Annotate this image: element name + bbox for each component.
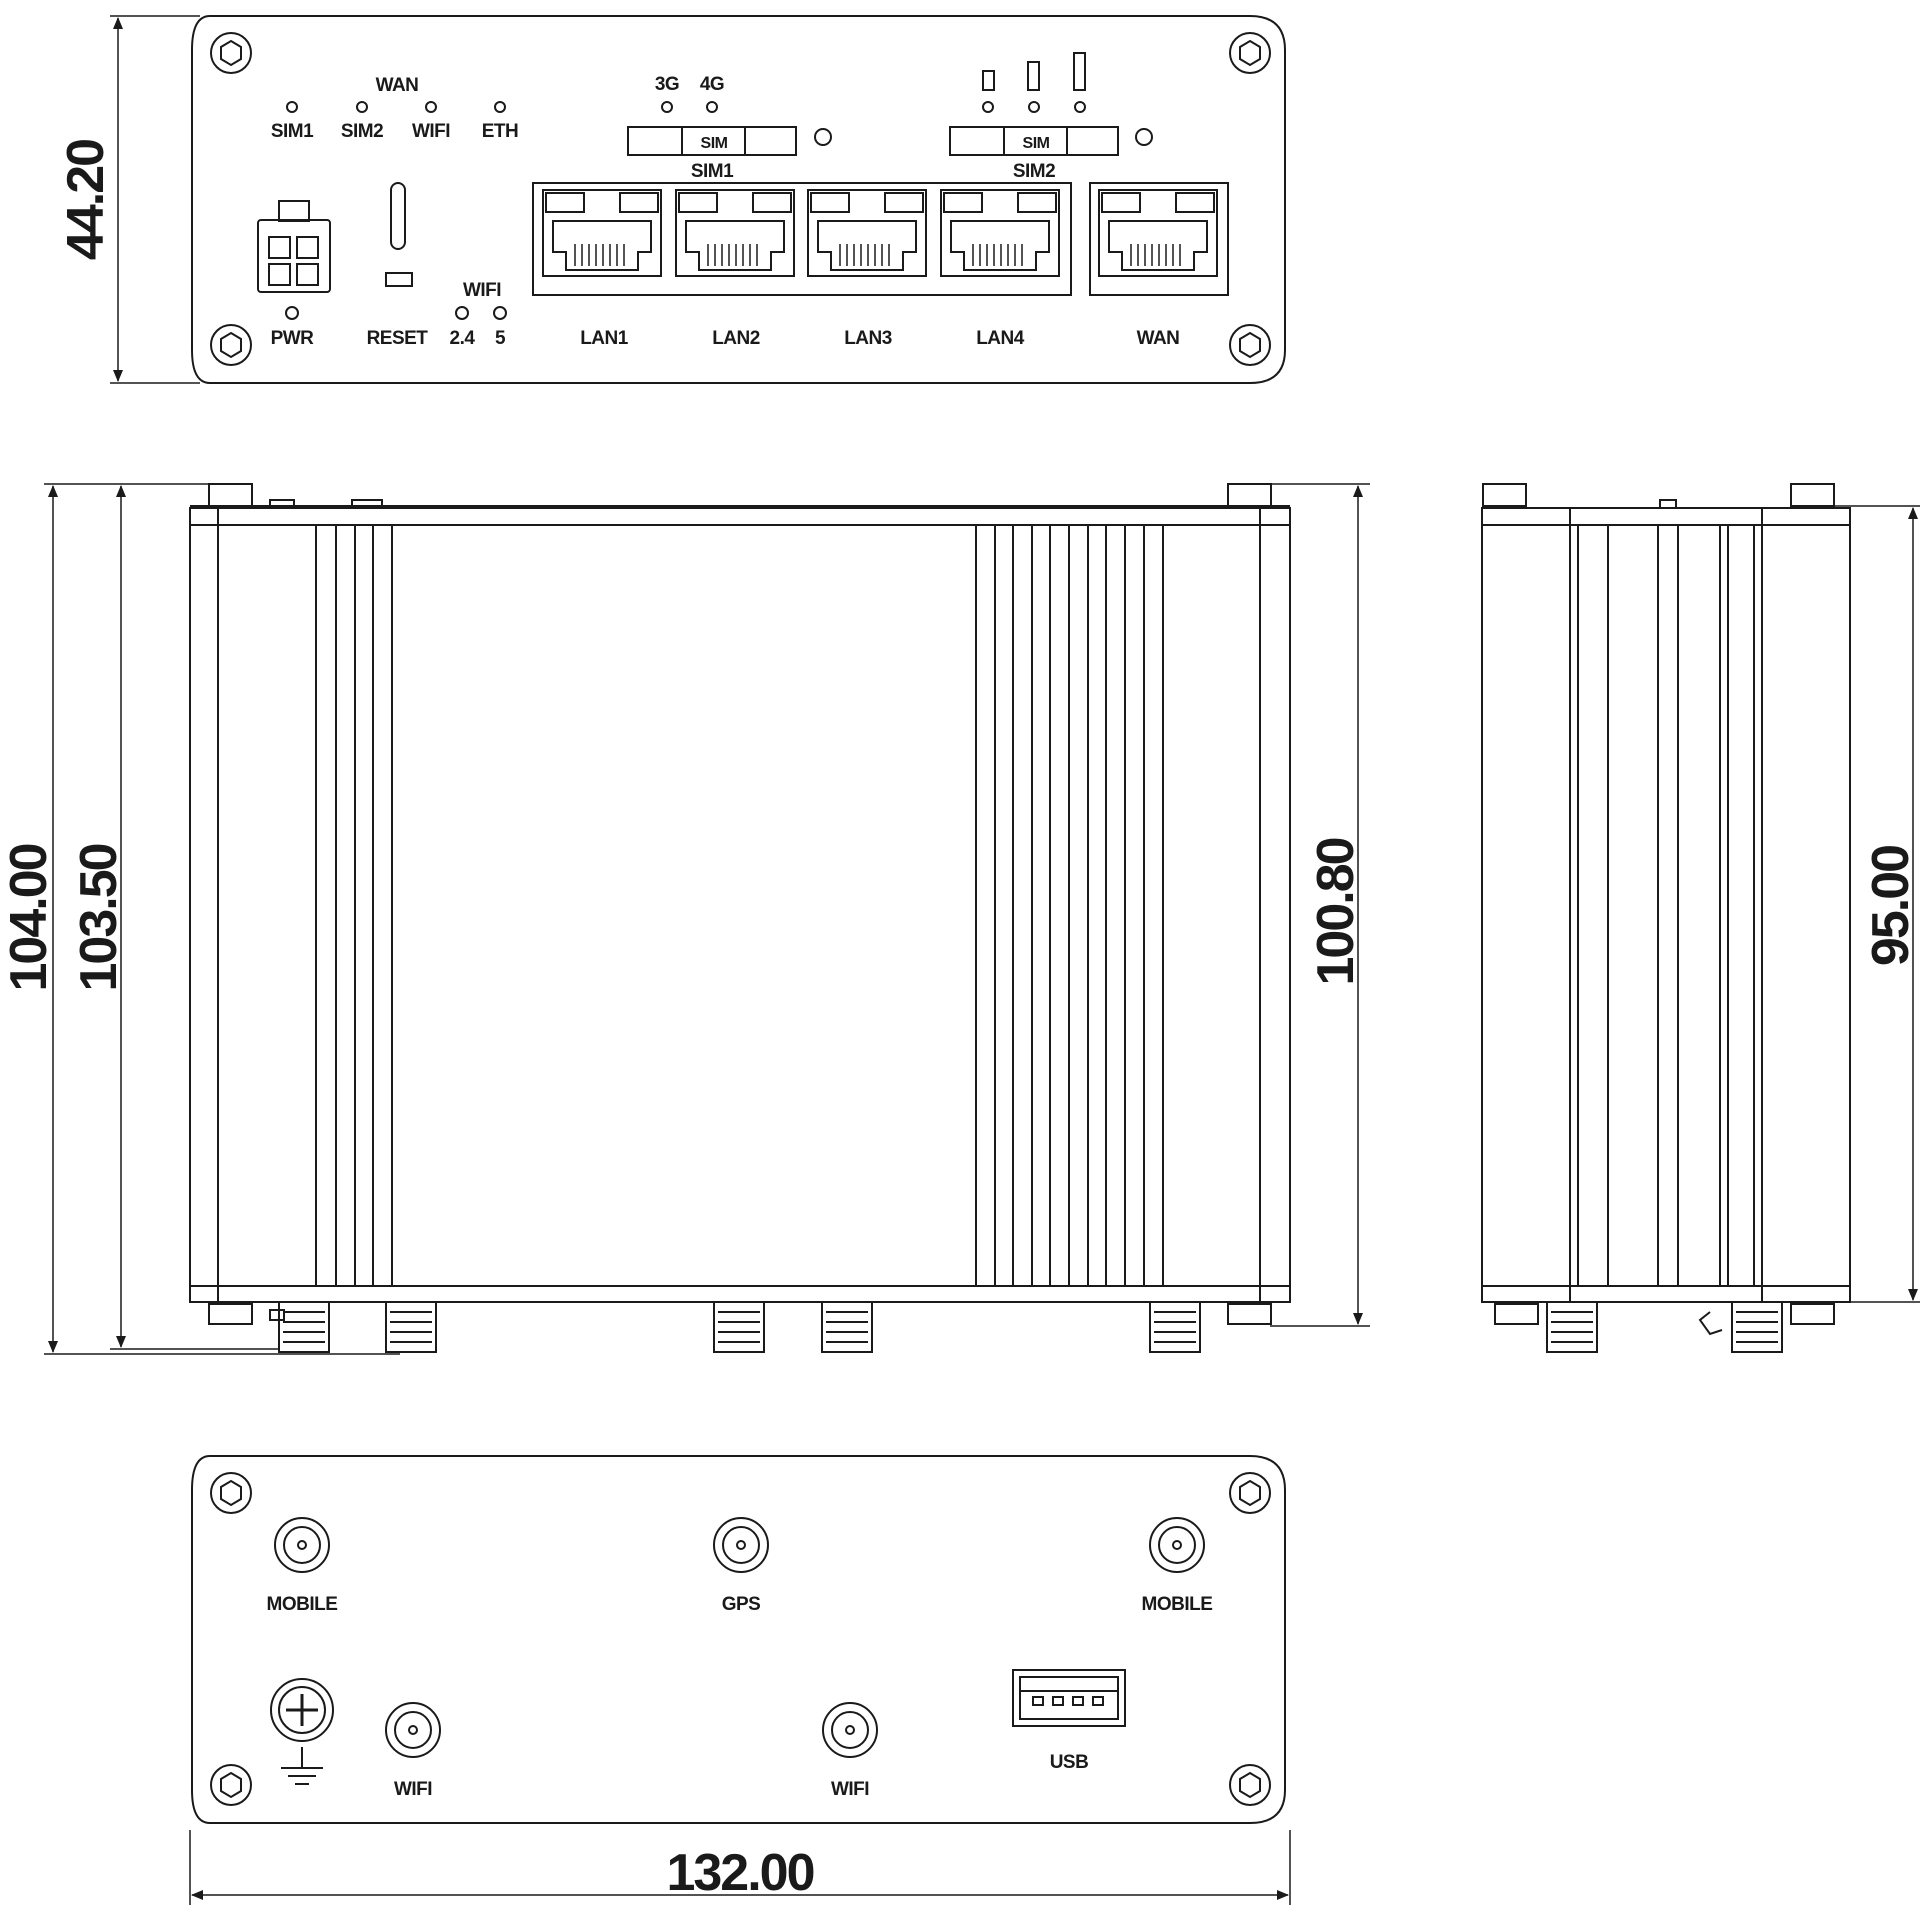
dim-side-depth: 95.00 (1862, 846, 1920, 966)
dim-front-height: 44.20 (57, 140, 115, 260)
led-power-icon (285, 306, 299, 320)
sd-slot (390, 182, 406, 250)
power-connector[interactable] (257, 200, 331, 293)
wifi-group-label: WIFI (463, 280, 501, 301)
cooling-fins-right (975, 525, 1164, 1286)
led-label-wifi: WIFI (412, 121, 450, 142)
port-label-lan4: LAN4 (976, 328, 1025, 349)
led-wifi-5-icon (493, 306, 507, 320)
wifi-band-24-label: 2.4 (450, 328, 476, 349)
antenna-connector-icon (1731, 1301, 1783, 1353)
antenna-connector-icon (821, 1301, 873, 1353)
lan-port-block (532, 182, 1072, 296)
usb-port[interactable] (1012, 1669, 1126, 1727)
rear-panel-labels: MOBILE GPS MOBILE WIFI WIFI USB (267, 1594, 1213, 1800)
port-label-lan1: LAN1 (580, 328, 629, 349)
top-view (189, 483, 1291, 1353)
dim-width: 132.00 (666, 1844, 813, 1902)
reset-button[interactable] (385, 272, 413, 287)
wan-group-label: WAN (376, 75, 419, 96)
led-label-eth: ETH (482, 121, 519, 142)
power-label: PWR (271, 328, 315, 349)
screw-icon (1229, 324, 1271, 366)
sim1-slot[interactable] (627, 126, 797, 156)
screw-icon (1229, 1472, 1271, 1514)
sim2-label: SIM2 (1013, 161, 1055, 182)
antenna-connector-icon (1546, 1301, 1598, 1353)
front-panel-view (191, 15, 1286, 384)
screw-icon (210, 32, 252, 74)
connector-label-wifi-1: WIFI (394, 1779, 432, 1800)
dim-body-depth: 100.80 (1307, 838, 1365, 985)
screw-icon (1229, 32, 1271, 74)
sim2-eject-icon (1135, 128, 1153, 146)
led-label-sim2: SIM2 (341, 121, 383, 142)
signal-strength-icon (982, 52, 1086, 113)
led-wifi-24-icon (455, 306, 469, 320)
sim1-eject-icon (814, 128, 832, 146)
sim1-slot-text: SIM (701, 135, 728, 152)
sim2-slot-text: SIM (1023, 135, 1050, 152)
cooling-fins-left (315, 525, 393, 1286)
screw-icon (1229, 1764, 1271, 1806)
rj45-port-lan1[interactable] (542, 189, 662, 277)
led-label-sim1: SIM1 (271, 121, 314, 142)
rj45-port-lan2[interactable] (675, 189, 795, 277)
rj45-port-wan[interactable] (1098, 189, 1218, 277)
port-label-lan2: LAN2 (712, 328, 760, 349)
connector-label-wifi-2: WIFI (831, 1779, 869, 1800)
dimension-lines (44, 15, 1920, 1905)
led-wifi-icon (425, 101, 437, 113)
mobile-antenna-connector-1[interactable] (274, 1517, 330, 1573)
sim2-slot[interactable] (949, 126, 1119, 156)
screw-icon (210, 324, 252, 366)
led-sim1-icon (286, 101, 298, 113)
dim-total-depth: 104.00 (0, 844, 58, 991)
port-label-lan3: LAN3 (844, 328, 892, 349)
led-eth-icon (494, 101, 506, 113)
rj45-port-lan4[interactable] (940, 189, 1060, 277)
screw-icon (210, 1472, 252, 1514)
connector-label-gps: GPS (722, 1594, 761, 1615)
led-3g-icon (661, 101, 673, 113)
mobile-antenna-connector-2[interactable] (1149, 1517, 1205, 1573)
led-sim2-icon (356, 101, 368, 113)
ground-screw-icon (270, 1678, 334, 1742)
wan-port-block (1089, 182, 1229, 296)
screw-icon (210, 1764, 252, 1806)
connector-label-mobile-2: MOBILE (1142, 1594, 1213, 1615)
reset-label: RESET (367, 328, 429, 349)
wifi-antenna-connector-2[interactable] (822, 1702, 878, 1758)
antenna-connector-icon (1149, 1301, 1201, 1353)
antenna-connector-icon (278, 1301, 330, 1353)
side-view (1481, 483, 1851, 1353)
wifi-antenna-connector-1[interactable] (385, 1702, 441, 1758)
led-label-4g: 4G (700, 74, 724, 95)
connector-label-mobile-1: MOBILE (267, 1594, 338, 1615)
ground-symbol-icon (281, 1747, 323, 1785)
wifi-band-5-label: 5 (495, 328, 506, 349)
led-4g-icon (706, 101, 718, 113)
sim1-label: SIM1 (691, 161, 734, 182)
dimension-values: 44.20 104.00 103.50 100.80 95.00 132.00 (0, 140, 1920, 1902)
front-panel-labels: WAN SIM1 SIM2 WIFI ETH 3G 4G SIM SIM1 SI… (271, 74, 1180, 349)
rear-panel-view (191, 1455, 1286, 1824)
usb-label: USB (1050, 1752, 1089, 1773)
antenna-connector-icon (713, 1301, 765, 1353)
rj45-port-lan3[interactable] (807, 189, 927, 277)
port-label-wan: WAN (1137, 328, 1180, 349)
dim-depth: 103.50 (70, 844, 128, 991)
antenna-connector-icon (385, 1301, 437, 1353)
led-label-3g: 3G (655, 74, 679, 95)
gps-antenna-connector[interactable] (713, 1517, 769, 1573)
